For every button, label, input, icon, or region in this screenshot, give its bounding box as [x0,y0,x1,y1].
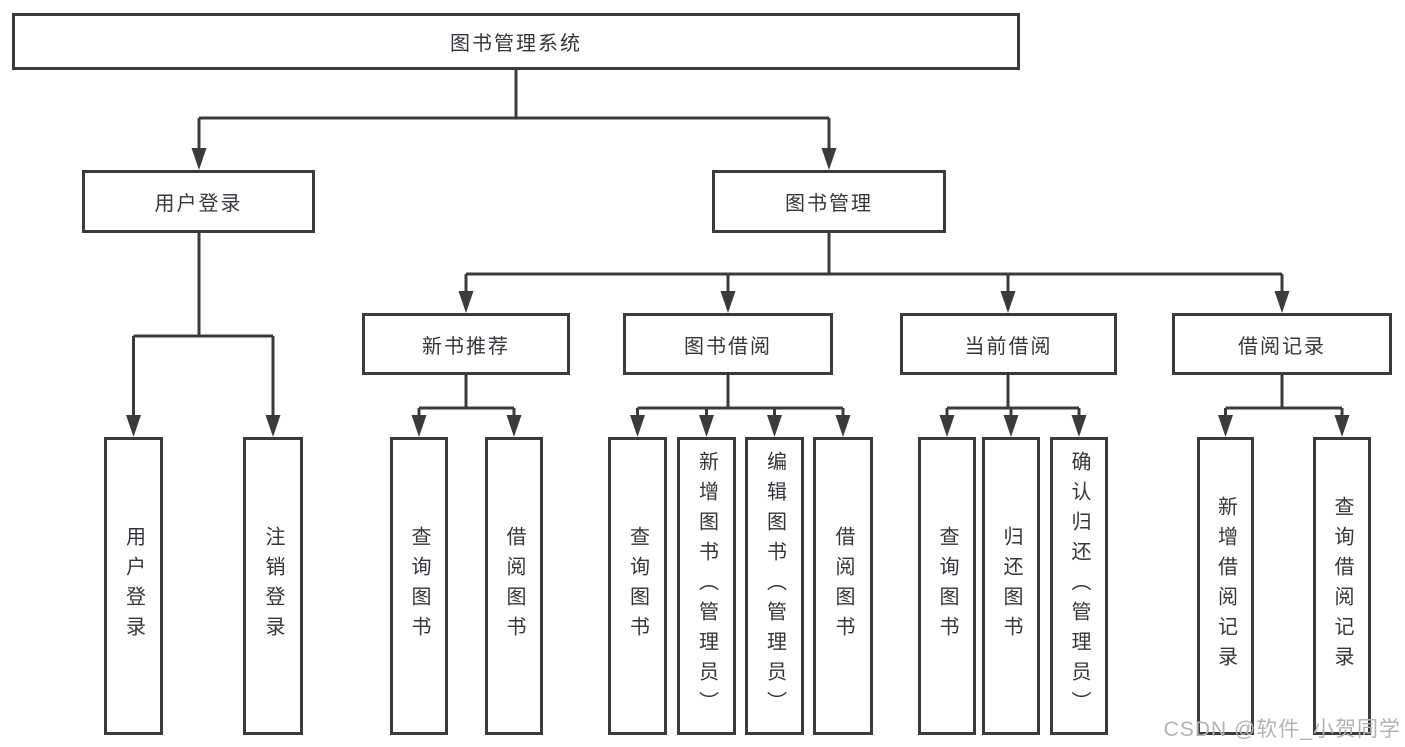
leaf-return-books: 归还图书 [982,437,1040,735]
node-label: 新增图书（管理员） [695,451,718,721]
connector-book-management [464,233,1284,293]
arrow-icon [191,148,207,170]
node-label: 借阅图书 [832,526,854,646]
watermark-text: CSDN @软件_小贺同学 [1163,718,1401,741]
arrow-icon [1218,415,1233,437]
leaf-confirm-return-admin: 确认归还（管理员） [1050,437,1108,735]
arrow-icon [835,415,851,437]
node-library-management-system: 图书管理系统 [12,13,1020,70]
connector-current-borrowing [945,375,1081,417]
arrow-icon [1003,415,1019,437]
node-label: 图书管理系统 [450,33,582,55]
node-label: 用户登录 [122,526,145,646]
node-label: 新书推荐 [422,335,510,358]
leaf-logout: 注销登录 [243,437,303,735]
node-label: 借阅图书 [503,526,525,646]
node-label: 查询借阅记录 [1331,496,1353,676]
node-label: 查询图书 [626,526,649,646]
node-book-management: 图书管理 [712,170,946,233]
connector-book-borrowing [636,375,845,417]
leaf-add-borrow-record: 新增借阅记录 [1197,437,1254,735]
leaf-borrow-books-recommend: 借阅图书 [485,437,543,735]
arrow-icon [720,291,736,313]
leaf-edit-book-admin: 编辑图书（管理员） [745,437,804,735]
arrow-icon [265,415,281,437]
arrow-icon [767,415,782,437]
arrow-icon [699,415,714,437]
connector-user-login [132,233,275,417]
node-label: 借阅记录 [1238,335,1326,358]
node-label: 编辑图书（管理员） [763,451,786,721]
node-label: 用户登录 [154,193,243,215]
leaf-borrow-books-borrowing: 借阅图书 [813,437,873,735]
arrow-icon [821,148,837,170]
leaf-query-books-current: 查询图书 [918,437,976,735]
node-borrowing-records: 借阅记录 [1172,313,1392,375]
node-label: 当前借阅 [964,335,1053,358]
connector-new-book [417,375,516,417]
arrowheads [126,148,1350,437]
node-new-book-recommend: 新书推荐 [362,313,570,375]
node-label: 确认归还（管理员） [1068,451,1090,721]
arrow-icon [506,415,522,437]
node-label: 图书管理 [785,193,873,215]
arrow-icon [126,415,141,437]
node-label: 查询图书 [408,526,430,646]
node-user-login: 用户登录 [82,170,315,233]
node-current-borrowing: 当前借阅 [900,313,1117,375]
leaf-query-books-borrowing: 查询图书 [608,437,667,735]
node-label: 图书借阅 [684,335,772,358]
node-label: 注销登录 [262,526,284,646]
arrow-icon [1274,291,1290,313]
node-label: 归还图书 [1000,526,1022,646]
arrow-icon [1071,415,1087,437]
connector-root [197,70,831,150]
arrow-icon [458,291,474,313]
node-book-borrowing: 图书借阅 [623,313,833,375]
arrow-icon [411,415,427,437]
arrow-icon [1334,415,1350,437]
leaf-query-books-recommend: 查询图书 [390,437,448,735]
node-label: 新增借阅记录 [1214,496,1237,676]
node-label: 查询图书 [936,526,958,646]
arrow-icon [1000,291,1016,313]
leaf-query-borrow-record: 查询借阅记录 [1313,437,1371,735]
arrow-icon [939,415,955,437]
arrow-icon [630,415,645,437]
leaf-add-book-admin: 新增图书（管理员） [677,437,736,735]
connector-borrowing-records [1224,375,1344,417]
leaf-user-login: 用户登录 [104,437,163,735]
